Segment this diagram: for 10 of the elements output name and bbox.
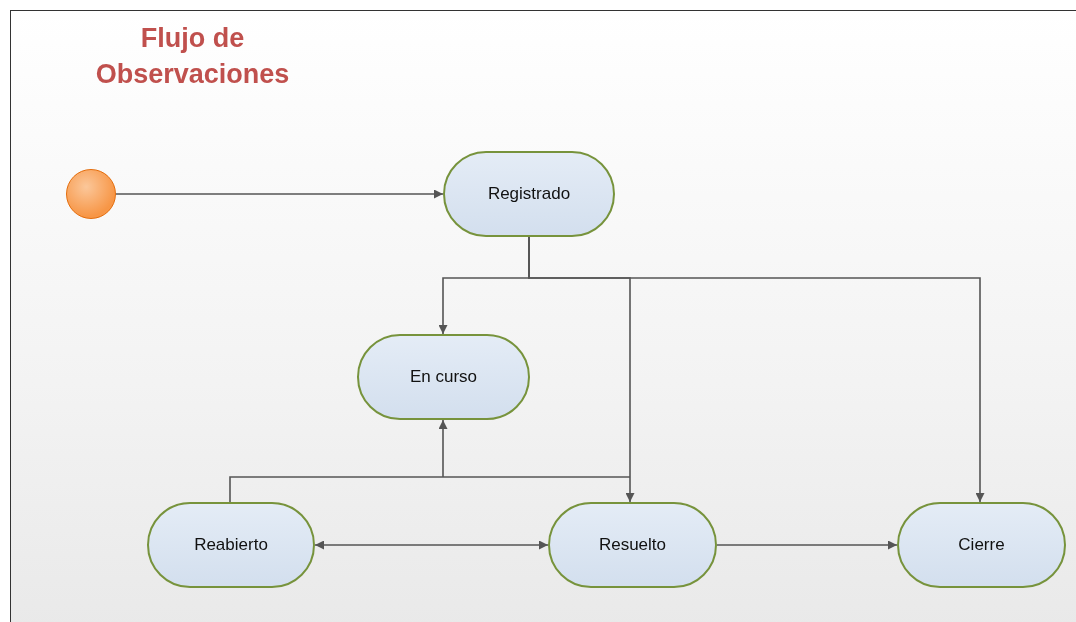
state-box: En curso <box>357 334 530 420</box>
arrow <box>314 540 549 550</box>
arrow <box>115 189 444 199</box>
state-box: Cierre <box>897 502 1066 588</box>
state-box: Reabierto <box>147 502 315 588</box>
diagram-title: Flujo de Observaciones <box>94 22 291 91</box>
state-box: Resuelto <box>548 502 717 588</box>
arrow <box>716 540 898 550</box>
arrow <box>229 419 631 503</box>
state-box: Registrado <box>443 151 615 237</box>
